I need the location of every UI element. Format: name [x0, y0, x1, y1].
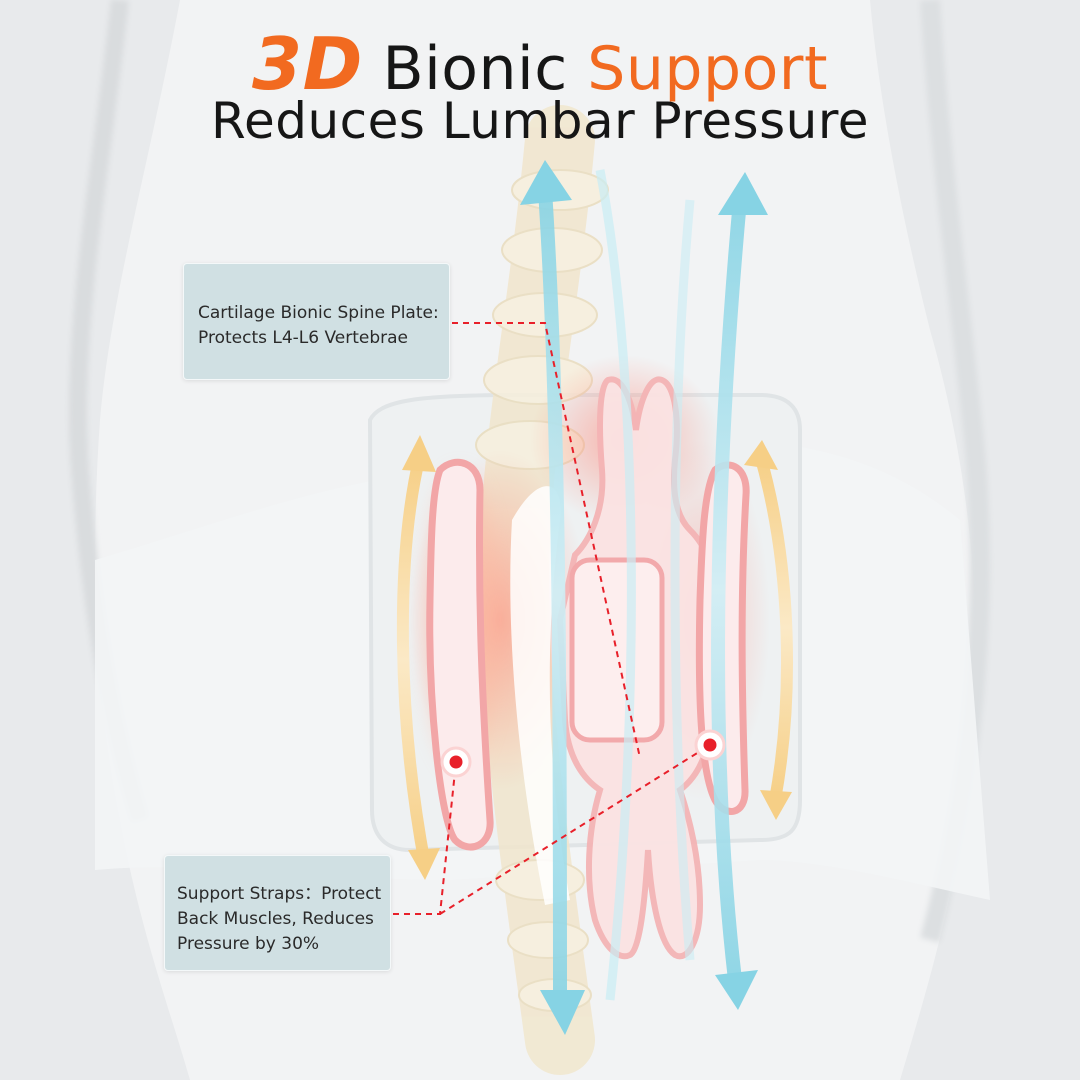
callout-straps-line-1: Support Straps：Protect	[177, 884, 382, 904]
headline-3d: 3D	[252, 22, 363, 106]
callout-spine-line-2: Protects L4-L6 Vertebrae	[198, 328, 409, 348]
leader-lines	[393, 322, 711, 915]
compression-arrows-yellow	[396, 435, 793, 880]
callout-straps-line-3: Pressure by 30%	[177, 934, 320, 954]
stretch-arrows-blue	[520, 160, 768, 1035]
headline-line-2: Reduces Lumbar Pressure	[210, 92, 870, 150]
callout-spine-line-1: Cartilage Bionic Spine Plate:	[198, 303, 439, 323]
callout-straps-line-2: Back Muscles, Reduces	[177, 909, 374, 929]
marker-dots	[440, 729, 726, 778]
headline-support: Support	[587, 34, 828, 104]
headline-bionic: Bionic	[382, 34, 568, 104]
callout-spine-plate: Cartilage Bionic Spine Plate: Protects L…	[183, 263, 450, 380]
callout-support-straps: Support Straps：Protect Back Muscles, Red…	[164, 855, 391, 971]
headline-line-1: 3D Bionic Support	[0, 22, 1080, 106]
